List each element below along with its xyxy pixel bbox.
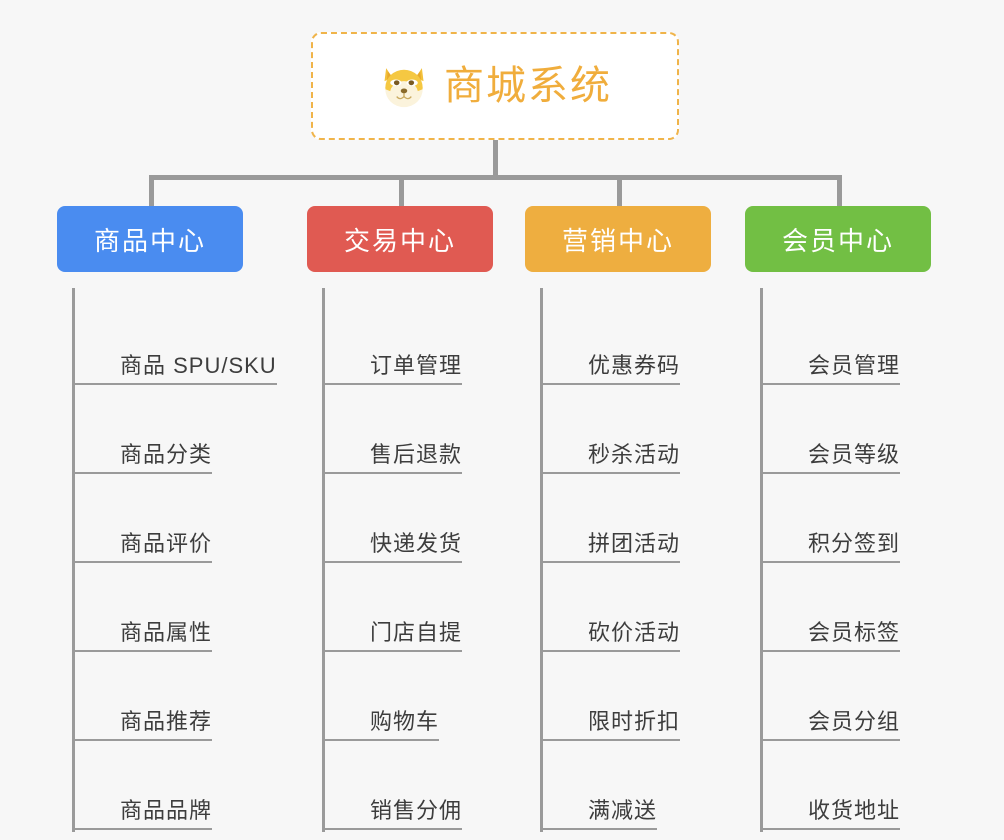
connector-drop-marketing-center xyxy=(617,175,622,208)
leaf-label: 会员管理 xyxy=(808,353,901,385)
list-item[interactable]: 商品属性 xyxy=(120,563,277,652)
leaf-label: 收货地址 xyxy=(808,798,901,830)
list-item[interactable]: 售后退款 xyxy=(370,385,527,474)
column-marketing-center: 营销中心 优惠券码 秒杀活动 拼团活动 砍价活动 限时折扣 满减送 xyxy=(525,206,745,832)
column-header-product-center[interactable]: 商品中心 xyxy=(57,206,243,272)
list-item[interactable]: 会员等级 xyxy=(808,385,965,474)
list-item[interactable]: 快递发货 xyxy=(370,474,527,563)
leaf-label: 商品 SPU/SKU xyxy=(120,353,277,385)
list-item[interactable]: 满减送 xyxy=(588,741,745,830)
list-item[interactable]: 拼团活动 xyxy=(588,474,745,563)
list-item[interactable]: 秒杀活动 xyxy=(588,385,745,474)
list-item[interactable]: 会员标签 xyxy=(808,563,965,652)
connector-horizontal-bus xyxy=(149,175,841,180)
leaf-label: 会员分组 xyxy=(808,709,901,741)
leaf-label: 会员标签 xyxy=(808,620,901,652)
leaf-label: 秒杀活动 xyxy=(588,442,681,474)
column-header-trade-center[interactable]: 交易中心 xyxy=(307,206,493,272)
leaf-list-trade-center: 订单管理 售后退款 快递发货 门店自提 购物车 销售分佣 xyxy=(322,288,527,832)
leaf-label: 商品推荐 xyxy=(120,709,213,741)
root-node-title: 商城系统 xyxy=(444,64,612,108)
leaf-label: 购物车 xyxy=(370,709,440,741)
list-item[interactable]: 积分签到 xyxy=(808,474,965,563)
leaf-label: 会员等级 xyxy=(808,442,901,474)
leaf-label: 售后退款 xyxy=(370,442,463,474)
leaf-list-marketing-center: 优惠券码 秒杀活动 拼团活动 砍价活动 限时折扣 满减送 xyxy=(540,288,745,832)
column-member-center: 会员中心 会员管理 会员等级 积分签到 会员标签 会员分组 收货地址 xyxy=(745,206,965,832)
leaf-list-product-center: 商品 SPU/SKU 商品分类 商品评价 商品属性 商品推荐 商品品牌 xyxy=(72,288,277,832)
root-node-mall-system[interactable]: 商城系统 xyxy=(311,32,679,140)
list-item[interactable]: 商品评价 xyxy=(120,474,277,563)
leaf-label: 积分签到 xyxy=(808,531,901,563)
connector-drop-trade-center xyxy=(399,175,404,208)
leaf-label: 拼团活动 xyxy=(588,531,681,563)
leaf-label: 销售分佣 xyxy=(370,798,463,830)
list-item[interactable]: 购物车 xyxy=(370,652,527,741)
leaf-label: 砍价活动 xyxy=(588,620,681,652)
column-trade-center: 交易中心 订单管理 售后退款 快递发货 门店自提 购物车 销售分佣 xyxy=(307,206,527,832)
list-item[interactable]: 会员分组 xyxy=(808,652,965,741)
leaf-label: 快递发货 xyxy=(370,531,463,563)
leaf-label: 门店自提 xyxy=(370,620,463,652)
list-item[interactable]: 销售分佣 xyxy=(370,741,527,830)
list-item[interactable]: 商品 SPU/SKU xyxy=(120,296,277,385)
connector-root-stem xyxy=(493,140,498,178)
leaf-label: 商品品牌 xyxy=(120,798,213,830)
leaf-label: 限时折扣 xyxy=(588,709,681,741)
leaf-label: 商品属性 xyxy=(120,620,213,652)
list-item[interactable]: 商品分类 xyxy=(120,385,277,474)
column-header-marketing-center[interactable]: 营销中心 xyxy=(525,206,711,272)
column-product-center: 商品中心 商品 SPU/SKU 商品分类 商品评价 商品属性 商品推荐 商品品牌 xyxy=(57,206,277,832)
list-item[interactable]: 会员管理 xyxy=(808,296,965,385)
list-item[interactable]: 收货地址 xyxy=(808,741,965,830)
leaf-label: 商品评价 xyxy=(120,531,213,563)
leaf-label: 优惠券码 xyxy=(588,353,681,385)
list-item[interactable]: 订单管理 xyxy=(370,296,527,385)
list-item[interactable]: 优惠券码 xyxy=(588,296,745,385)
leaf-label: 满减送 xyxy=(588,798,658,830)
list-item[interactable]: 商品推荐 xyxy=(120,652,277,741)
shiba-dog-icon xyxy=(384,68,424,108)
connector-drop-member-center xyxy=(837,175,842,208)
leaf-list-member-center: 会员管理 会员等级 积分签到 会员标签 会员分组 收货地址 xyxy=(760,288,965,832)
list-item[interactable]: 商品品牌 xyxy=(120,741,277,830)
list-item[interactable]: 砍价活动 xyxy=(588,563,745,652)
leaf-label: 订单管理 xyxy=(370,353,463,385)
list-item[interactable]: 限时折扣 xyxy=(588,652,745,741)
list-item[interactable]: 门店自提 xyxy=(370,563,527,652)
leaf-label: 商品分类 xyxy=(120,442,213,474)
connector-drop-product-center xyxy=(149,175,154,208)
column-header-member-center[interactable]: 会员中心 xyxy=(745,206,931,272)
